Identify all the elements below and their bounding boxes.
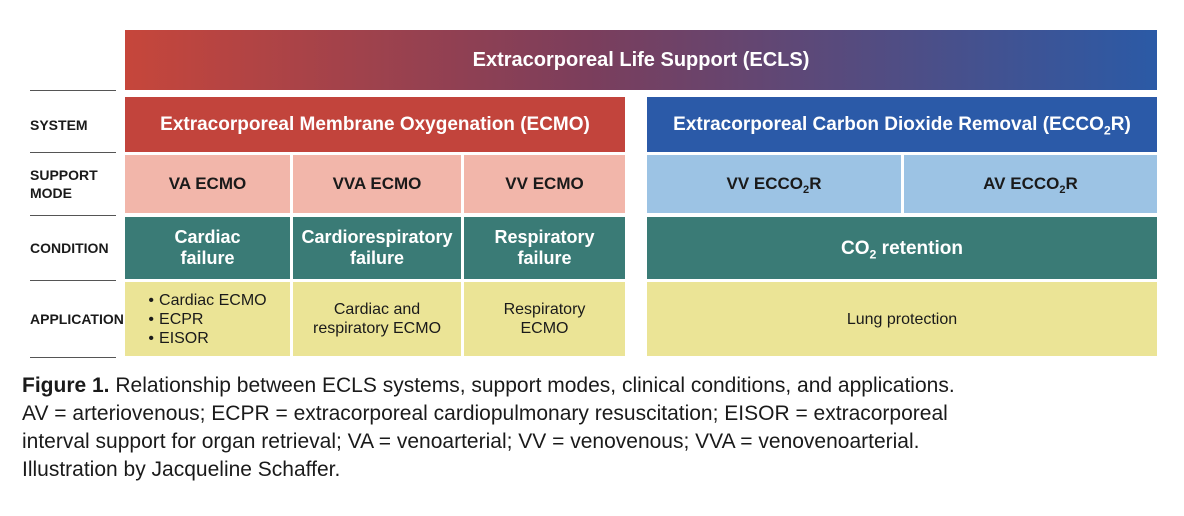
caption-figure-label: Figure 1. xyxy=(22,374,110,397)
co2-suffix: retention xyxy=(876,237,963,259)
eccor-prefix: Extracorporeal Carbon Dioxide Removal (E… xyxy=(673,113,1104,135)
mode-av-eccor: AV ECCO2R xyxy=(904,155,1157,213)
application-cardiorespiratory-line2: respiratory ECMO xyxy=(312,320,442,337)
condition-respiratory-line1: Respiratory xyxy=(494,227,595,247)
row-label-condition-text: CONDITION xyxy=(30,240,109,256)
condition-respiratory-line2: failure xyxy=(517,248,572,268)
label-divider-mode xyxy=(30,215,116,216)
condition-cardiac-line2: failure xyxy=(180,248,235,268)
mode-vva-ecmo: VVA ECMO xyxy=(293,155,461,213)
list-item: Cardiac ECMO xyxy=(148,291,267,310)
row-label-support-line1: SUPPORT xyxy=(30,167,98,183)
eccor-sub: 2 xyxy=(1103,122,1111,137)
vv-eccor-suffix: R xyxy=(809,174,822,193)
application-cardiorespiratory-line1: Cardiac and xyxy=(333,301,421,318)
mode-va-ecmo-label: VA ECMO xyxy=(168,174,247,193)
mode-vv-ecmo-label: VV ECMO xyxy=(505,174,584,193)
caption-line-4: Illustration by Jacqueline Schaffer. xyxy=(22,458,341,481)
label-divider-condition xyxy=(30,280,116,281)
eccor-suffix: R) xyxy=(1110,113,1131,135)
ecmo-system-box: Extracorporeal Membrane Oxygenation (ECM… xyxy=(125,97,625,152)
row-label-application: APPLICATION xyxy=(30,282,124,356)
row-label-condition: CONDITION xyxy=(30,217,116,279)
label-divider-bottom xyxy=(30,357,116,358)
list-item: EISOR xyxy=(148,329,266,348)
mode-av-eccor-label: AV ECCO2R xyxy=(983,174,1078,196)
mode-vv-eccor: VV ECCO2R xyxy=(647,155,901,213)
caption-line-2: AV = arteriovenous; ECPR = extracorporea… xyxy=(22,402,948,425)
av-eccor-prefix: AV ECCO xyxy=(983,174,1060,193)
row-label-support-mode: SUPPORT MODE xyxy=(30,155,116,213)
application-cardiorespiratory-text: Cardiac and respiratory ECMO xyxy=(313,300,441,338)
mode-va-ecmo: VA ECMO xyxy=(125,155,290,213)
av-eccor-suffix: R xyxy=(1065,174,1078,193)
condition-cardiorespiratory-line1: Cardiorespiratory xyxy=(301,227,453,247)
list-item: ECPR xyxy=(148,310,266,329)
row-label-application-text: APPLICATION xyxy=(30,311,124,327)
application-respiratory-line2: ECMO xyxy=(520,320,569,337)
figure-caption: Figure 1. Relationship between ECLS syst… xyxy=(22,372,1172,484)
application-lung-protection: Lung protection xyxy=(647,282,1157,356)
ecls-banner: Extracorporeal Life Support (ECLS) xyxy=(125,30,1157,90)
application-cardiorespiratory: Cardiac and respiratory ECMO xyxy=(293,282,461,356)
ecmo-system-title: Extracorporeal Membrane Oxygenation (ECM… xyxy=(160,113,590,135)
vv-eccor-sub: 2 xyxy=(803,183,810,196)
eccor-system-title: Extracorporeal Carbon Dioxide Removal (E… xyxy=(673,114,1131,136)
co2-sub: 2 xyxy=(869,246,877,261)
condition-cardiorespiratory-line2: failure xyxy=(349,248,405,268)
caption-line1-text: Relationship between ECLS systems, suppo… xyxy=(115,374,955,397)
av-eccor-sub: 2 xyxy=(1059,183,1066,196)
mode-vv-eccor-label: VV ECCO2R xyxy=(726,174,822,196)
row-label-system-text: SYSTEM xyxy=(30,116,88,133)
application-cardiac-list: Cardiac ECMO ECPR EISOR xyxy=(148,291,267,348)
label-divider-top xyxy=(30,90,116,91)
co2-prefix: CO xyxy=(841,237,870,259)
application-lung-protection-text: Lung protection xyxy=(846,310,958,328)
label-divider-system xyxy=(30,152,116,153)
eccor-system-box: Extracorporeal Carbon Dioxide Removal (E… xyxy=(647,97,1157,152)
condition-co2-retention: CO2 retention xyxy=(647,217,1157,279)
row-label-system: SYSTEM xyxy=(30,97,116,152)
condition-cardiac-line1: Cardiac xyxy=(174,227,241,247)
application-cardiac: Cardiac ECMO ECPR EISOR xyxy=(125,282,290,356)
application-respiratory-line1: Respiratory xyxy=(503,301,586,318)
caption-line-3: interval support for organ retrieval; VA… xyxy=(22,430,920,453)
row-label-support-mode-text: SUPPORT MODE xyxy=(30,166,98,202)
caption-line-1: Figure 1. Relationship between ECLS syst… xyxy=(22,372,1172,400)
ecls-banner-title: Extracorporeal Life Support (ECLS) xyxy=(472,48,810,71)
mode-vv-ecmo: VV ECMO xyxy=(464,155,625,213)
row-label-support-line2: MODE xyxy=(30,185,72,201)
condition-co2-text: CO2 retention xyxy=(841,237,963,261)
mode-vva-ecmo-label: VVA ECMO xyxy=(332,174,422,193)
vv-eccor-prefix: VV ECCO xyxy=(726,174,804,193)
